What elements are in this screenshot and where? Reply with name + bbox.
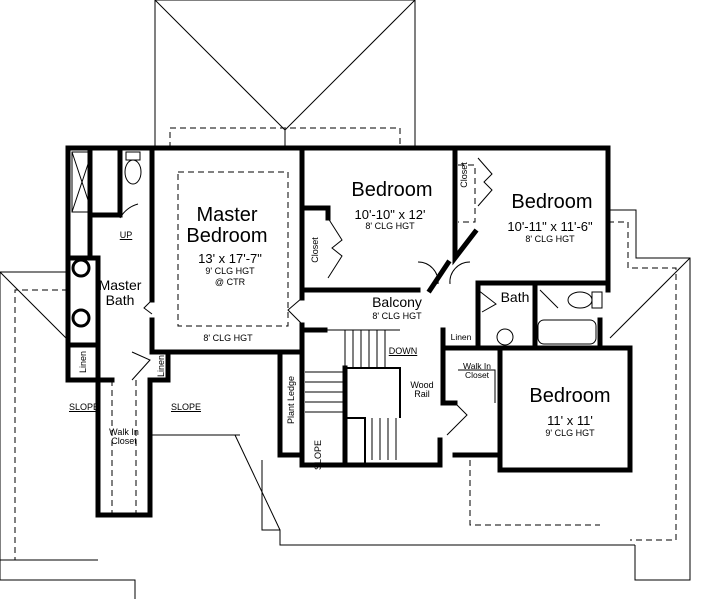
stairs xyxy=(305,329,400,460)
linen-hall-label: Linen xyxy=(450,332,472,342)
closet-bed2-label: Closet xyxy=(310,237,320,263)
slope-left-label: SLOPE xyxy=(68,402,100,412)
balcony-ceiling: 8' CLG HGT xyxy=(372,311,422,321)
plant-ledge-label: Plant Ledge xyxy=(286,375,296,425)
bedroom-4-ceiling: 9' CLG HGT xyxy=(545,428,595,438)
linen-master-right-label: Linen xyxy=(156,354,166,378)
master-closet-line-2: Closet xyxy=(111,436,137,447)
master-bedroom-name-1: Master xyxy=(196,204,258,226)
roof-lines xyxy=(0,0,691,599)
linen-master-left-label: Linen xyxy=(78,350,88,374)
bed4-closet-line-2: Closet xyxy=(464,369,490,380)
closet-bed3-label: Closet xyxy=(459,162,469,188)
down-label: DOWN xyxy=(388,346,418,356)
balcony-name: Balcony xyxy=(372,294,422,310)
slope-right-label: SLOPE xyxy=(170,402,202,412)
bedroom-3-ceiling: 8' CLG HGT xyxy=(525,234,575,244)
bedroom-3-name: Bedroom xyxy=(511,191,593,213)
slope-stair-label: SLOPE xyxy=(313,439,323,471)
bedroom-3-size: 10'-11" x 11'-6" xyxy=(507,219,593,234)
doors-and-fixtures xyxy=(71,151,603,515)
bath-name: Bath xyxy=(500,289,530,305)
master-bath-name-2: Bath xyxy=(105,291,135,308)
master-closet-line-1: Walk In xyxy=(109,427,139,437)
master-bedroom-size: 13' x 17'-7" xyxy=(198,251,262,266)
up-label: UP xyxy=(119,230,133,240)
master-bath-name-1: Master xyxy=(98,277,142,293)
master-bedroom-ceiling: 9' CLG HGT xyxy=(205,266,255,276)
bedroom-2-ceiling: 8' CLG HGT xyxy=(365,221,415,231)
bed4-closet-line-1: Walk In xyxy=(462,361,492,371)
bedroom-2-name: Bedroom xyxy=(351,179,433,201)
master-bedroom-edge-ceiling: 8' CLG HGT xyxy=(203,333,253,343)
bedroom-2-size: 10'-10" x 12' xyxy=(354,207,426,222)
bedroom-4-name: Bedroom xyxy=(529,385,611,407)
wood-rail-line-2: Rail xyxy=(414,389,430,400)
master-bedroom-name-2: Bedroom xyxy=(186,225,268,247)
master-bedroom-ceiling-note: @ CTR xyxy=(214,277,246,287)
walls xyxy=(65,145,633,518)
stair-rail xyxy=(345,367,401,465)
bedroom-4-size: 11' x 11' xyxy=(547,413,593,428)
wood-rail-line-1: Wood xyxy=(410,380,434,390)
